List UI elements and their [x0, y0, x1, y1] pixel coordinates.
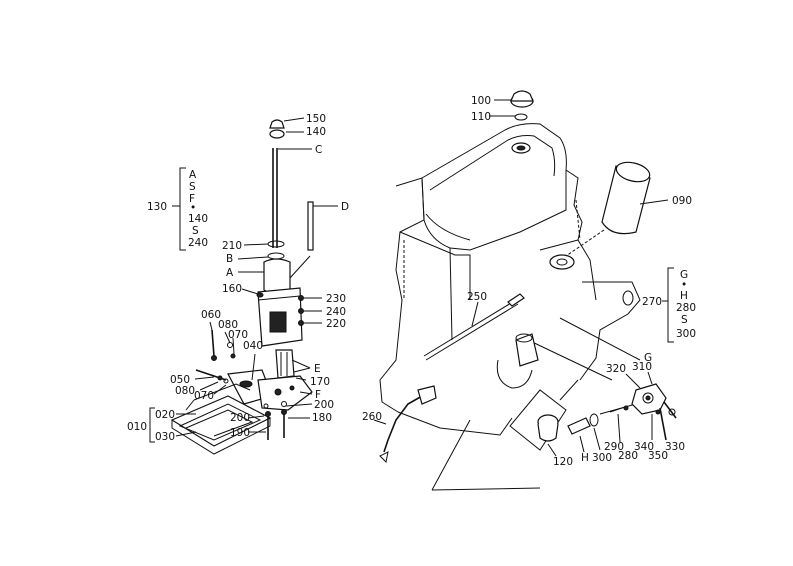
- label-350: 350: [648, 450, 668, 462]
- label-130: 130: [147, 201, 167, 213]
- label-330: 330: [665, 441, 685, 453]
- label-180: 180: [312, 412, 332, 424]
- group-270-g: G: [680, 269, 688, 281]
- group-130-240: 240: [188, 237, 208, 249]
- label-200-b: 200: [230, 412, 250, 424]
- label-c: C: [315, 144, 322, 156]
- group-130-f: F: [189, 193, 195, 205]
- engine-block: [379, 123, 641, 436]
- label-150: 150: [306, 113, 326, 125]
- label-120: 120: [553, 456, 573, 468]
- label-300: 300: [592, 452, 612, 464]
- label-a: A: [226, 267, 234, 279]
- label-100: 100: [471, 95, 491, 107]
- oil-pressure-switch-group: [431, 317, 677, 491]
- dipstick-and-guide: [373, 293, 525, 464]
- label-320: 320: [606, 363, 626, 375]
- group-270-300: 300: [676, 328, 696, 340]
- label-020: 020: [155, 409, 175, 421]
- label-070-a: 070: [228, 329, 248, 341]
- oil-filler-cap: [489, 90, 534, 121]
- label-260: 260: [362, 411, 382, 423]
- label-080-b: 080: [175, 385, 195, 397]
- label-010: 010: [127, 421, 147, 433]
- label-g: G: [644, 352, 652, 364]
- label-270: 270: [642, 296, 662, 308]
- label-290: 290: [604, 441, 624, 453]
- label-080-a: 080: [218, 319, 238, 331]
- oil-pump-gear-housing: [170, 321, 313, 455]
- label-060: 060: [201, 309, 221, 321]
- label-d: D: [341, 201, 349, 213]
- group-130-140: 140: [188, 213, 208, 225]
- label-210: 210: [222, 240, 242, 252]
- label-e: E: [314, 363, 321, 375]
- label-f: F: [315, 389, 321, 401]
- label-h: H: [581, 452, 589, 464]
- group-270-280: 280: [676, 302, 696, 314]
- label-220: 220: [326, 318, 346, 330]
- label-200-a: 200: [314, 399, 334, 411]
- group-270-h: H: [680, 290, 688, 302]
- group-270-dot: •: [681, 279, 687, 291]
- label-340: 340: [634, 441, 654, 453]
- label-170: 170: [310, 376, 330, 388]
- label-b: B: [226, 253, 233, 265]
- group-270-brace: [662, 267, 674, 343]
- label-070-b: 070: [194, 390, 214, 402]
- group-130-s2: S: [192, 225, 199, 237]
- group-130-dot: •: [190, 202, 196, 214]
- label-050: 050: [170, 374, 190, 386]
- group-130-s: S: [189, 181, 196, 193]
- label-240: 240: [326, 306, 346, 318]
- label-140: 140: [306, 126, 326, 138]
- group-130-a: A: [189, 169, 197, 181]
- label-030: 030: [155, 431, 175, 443]
- label-110: 110: [471, 111, 491, 123]
- oil-pump-shaft: [237, 117, 338, 347]
- group-270-s: S: [681, 314, 688, 326]
- label-160: 160: [222, 283, 242, 295]
- label-310: 310: [632, 361, 652, 373]
- label-190: 190: [230, 427, 250, 439]
- group-130-brace: [172, 167, 186, 251]
- label-040: 040: [243, 340, 263, 352]
- label-090: 090: [672, 195, 692, 207]
- oil-filter-cartridge: [565, 161, 669, 257]
- label-230: 230: [326, 293, 346, 305]
- group-010-brace: [149, 407, 197, 443]
- label-280: 280: [618, 450, 638, 462]
- label-250: 250: [467, 291, 487, 303]
